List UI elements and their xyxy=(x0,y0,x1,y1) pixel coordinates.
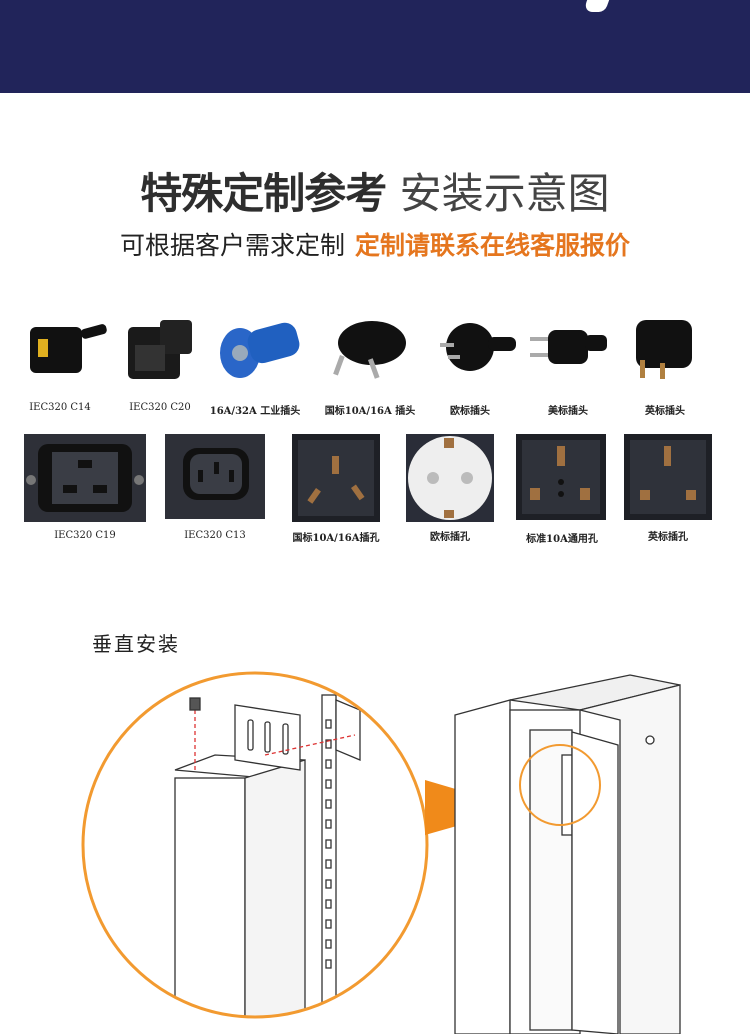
plug-label: IEC320 C20 xyxy=(129,402,191,413)
plug-label: 16A/32A 工业插头 xyxy=(209,406,301,417)
socket-label: IEC320 C13 xyxy=(184,530,246,541)
socket-label: 欧标插孔 xyxy=(430,532,470,543)
detail-circle-outline xyxy=(81,671,429,1019)
socket-label: 标准10A通用孔 xyxy=(526,534,598,545)
plug-label: 欧标插头 xyxy=(450,406,490,417)
socket-gb-icon xyxy=(292,434,380,522)
socket-eu-icon xyxy=(406,434,494,522)
page-title: 特殊定制参考 安装示意图 xyxy=(0,160,750,221)
rail-holes xyxy=(325,719,332,969)
subtitle-text: 可根据客户需求定制 xyxy=(119,231,345,260)
plug-images xyxy=(30,320,692,379)
socket-images xyxy=(24,434,712,522)
screw-icon xyxy=(189,697,201,711)
page-subtitle: 可根据客户需求定制定制请联系在线客服报价 xyxy=(0,226,750,262)
plug-c14-icon xyxy=(30,324,107,373)
socket-label: IEC320 C19 xyxy=(54,530,116,541)
socket-label: 英标插孔 xyxy=(648,532,688,543)
title-light: 安装示意图 xyxy=(399,169,610,218)
plug-label: 英标插头 xyxy=(645,406,685,417)
banner-logo-fragment xyxy=(582,0,610,12)
socket-universal-icon xyxy=(516,434,606,520)
socket-c13-icon xyxy=(165,434,265,519)
plug-gb-icon xyxy=(333,321,406,379)
socket-label: 国标10A/16A插孔 xyxy=(292,533,380,544)
plug-label: IEC320 C14 xyxy=(29,402,91,413)
install-title: 垂直安装 xyxy=(92,632,180,656)
plug-label: 美标插头 xyxy=(548,406,588,417)
socket-uk-icon xyxy=(624,434,712,520)
title-bold: 特殊定制参考 xyxy=(140,169,387,218)
plug-industrial-icon xyxy=(220,322,300,378)
socket-c19-icon xyxy=(24,434,146,522)
header-banner xyxy=(0,0,750,93)
cabinet-illustration xyxy=(454,674,681,1034)
cabinet-detail-circle xyxy=(519,744,601,826)
plug-c20-icon xyxy=(128,320,192,379)
subtitle-contact: 定制请联系在线客服报价 xyxy=(355,231,631,260)
plug-eu-icon xyxy=(440,323,516,371)
plug-us-icon xyxy=(530,330,607,364)
plug-uk-icon xyxy=(636,320,692,379)
installation-diagram xyxy=(81,671,681,1034)
detail-circle xyxy=(174,694,361,1017)
plug-label: 国标10A/16A 插头 xyxy=(324,406,416,417)
